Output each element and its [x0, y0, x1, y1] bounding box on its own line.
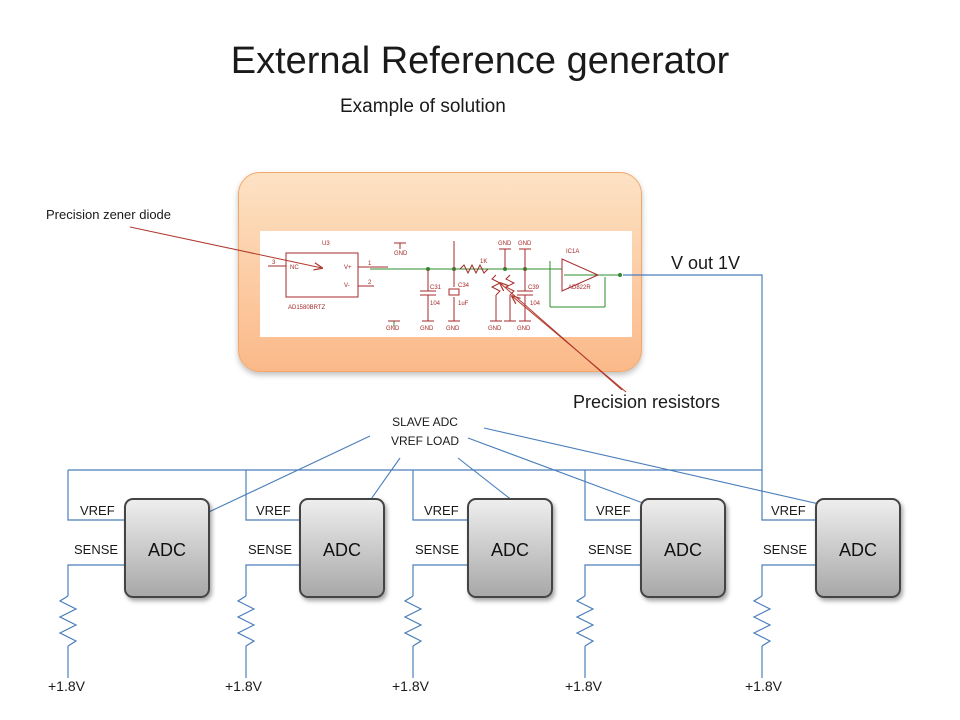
gnd-top-label: GND — [394, 251, 408, 257]
adc-block-2: ADC — [299, 498, 385, 598]
resistor-arrow-2 — [512, 296, 627, 393]
adc-block-4: ADC — [640, 498, 726, 598]
sense-label-1: SENSE — [74, 542, 119, 557]
c34-value: 1uF — [458, 301, 469, 307]
load-arrow-1 — [194, 435, 371, 519]
supply-label-4: +1.8V — [565, 678, 602, 694]
gnd-label-4: GND — [488, 326, 502, 332]
supply-label-3: +1.8V — [392, 678, 429, 694]
slave-line-2: VREF LOAD — [390, 434, 459, 448]
page-subtitle: Example of solution — [340, 96, 506, 117]
ic1a-label: IC1A — [566, 249, 579, 255]
adc-3-wiring — [403, 470, 467, 678]
page-title: External Reference generator — [230, 40, 730, 82]
adc-4-wiring — [575, 470, 640, 678]
reference-schematic: U3 NC V+ V- AD1580BRTZ 3 1 2 GND C31 104… — [260, 231, 632, 337]
load-arrow-4 — [467, 437, 667, 512]
part-label: AD1580BRTZ — [288, 305, 326, 311]
gnd-label-6: GND — [498, 241, 512, 247]
zener-arrow — [129, 226, 322, 268]
u3-label: U3 — [322, 241, 330, 247]
zener-callout: Precision zener diode — [46, 207, 172, 222]
gnd-label-2: GND — [420, 326, 434, 332]
supply-label-1: +1.8V — [48, 678, 85, 694]
slave-line-1: SLAVE ADC — [392, 415, 458, 429]
vplus-label: V+ — [344, 265, 352, 271]
supply-label-5: +1.8V — [745, 678, 782, 694]
pin2-label: 2 — [368, 280, 372, 286]
r1k-label: 1K — [480, 259, 487, 265]
adc-2-wiring — [236, 470, 299, 678]
sense-label-3: SENSE — [415, 542, 460, 557]
c31-label: C31 — [430, 285, 442, 291]
vout-wire — [623, 274, 763, 470]
sense-label-5: SENSE — [763, 542, 808, 557]
supply-label-2: +1.8V — [225, 678, 262, 694]
gnd-label-3: GND — [446, 326, 460, 332]
nc-label: NC — [290, 265, 299, 271]
sense-label-4: SENSE — [588, 542, 633, 557]
pin3-label: 3 — [272, 260, 276, 266]
adc-block-3: ADC — [467, 498, 553, 598]
gnd-label-7: GND — [518, 241, 532, 247]
c31-value: 104 — [430, 301, 441, 307]
opamp-label: AD822R — [568, 285, 591, 291]
pin1-label: 1 — [368, 261, 372, 267]
adc-5-wiring — [752, 470, 815, 678]
vref-label-5: VREF — [771, 503, 806, 518]
sense-label-2: SENSE — [248, 542, 293, 557]
vref-label-4: VREF — [596, 503, 631, 518]
c39-value: 104 — [530, 301, 541, 307]
adc-1-wiring — [58, 470, 124, 678]
vout-callout: V out 1V — [671, 253, 741, 273]
vminus-label: V- — [344, 283, 350, 289]
c39-label: C39 — [528, 285, 540, 291]
gnd-label-1: GND — [386, 326, 400, 332]
adc-block-5: ADC — [815, 498, 901, 598]
slave-load-callout: SLAVE ADC VREF LOAD — [372, 413, 478, 451]
load-arrow-5 — [483, 427, 850, 511]
adc-block-1: ADC — [124, 498, 210, 598]
resistors-callout: Precision resistors — [573, 392, 721, 412]
resistor-arrow-1 — [500, 283, 623, 391]
vref-label-2: VREF — [256, 503, 291, 518]
vref-label-3: VREF — [424, 503, 459, 518]
vref-label-1: VREF — [80, 503, 115, 518]
c34-label: C34 — [458, 283, 470, 289]
gnd-label-5: GND — [517, 326, 531, 332]
